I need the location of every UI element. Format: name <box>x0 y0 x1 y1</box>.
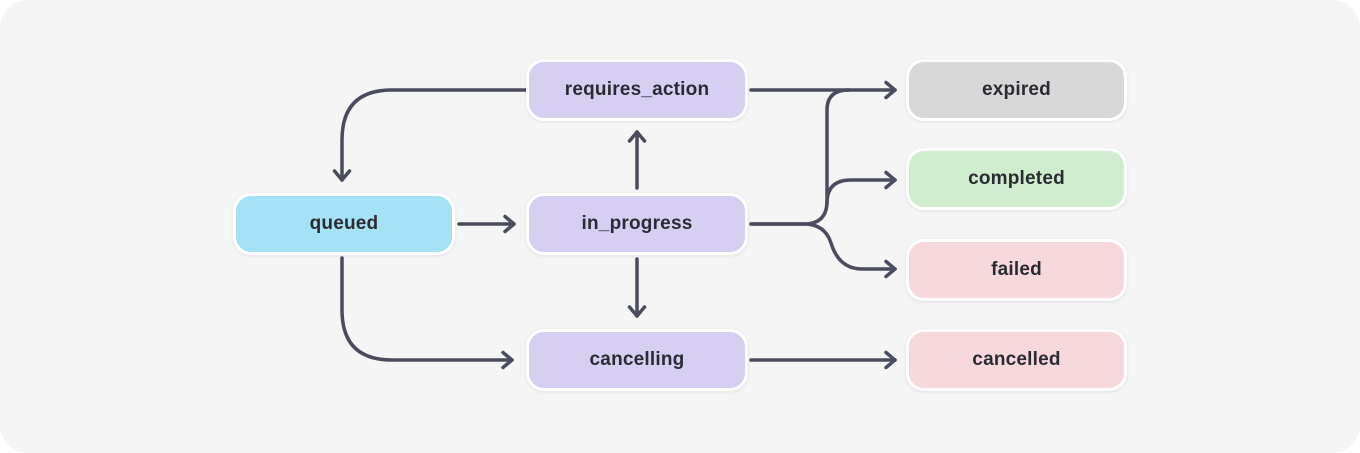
state-label-in-progress: in_progress <box>581 213 693 234</box>
state-label-cancelled: cancelled <box>972 349 1061 370</box>
state-label-requires-action: requires_action <box>564 79 710 100</box>
state-node-cancelled: cancelled <box>906 329 1127 391</box>
state-node-failed: failed <box>906 239 1127 301</box>
state-label-completed: completed <box>968 168 1065 189</box>
state-node-queued: queued <box>233 193 455 255</box>
state-label-cancelling: cancelling <box>589 349 685 370</box>
state-label-expired: expired <box>982 79 1051 100</box>
state-node-in-progress: in_progress <box>526 193 748 255</box>
state-label-failed: failed <box>991 259 1042 280</box>
state-node-expired: expired <box>906 59 1127 121</box>
state-node-requires-action: requires_action <box>526 59 748 121</box>
state-label-queued: queued <box>309 213 379 234</box>
state-node-completed: completed <box>906 148 1127 210</box>
state-node-cancelling: cancelling <box>526 329 748 391</box>
